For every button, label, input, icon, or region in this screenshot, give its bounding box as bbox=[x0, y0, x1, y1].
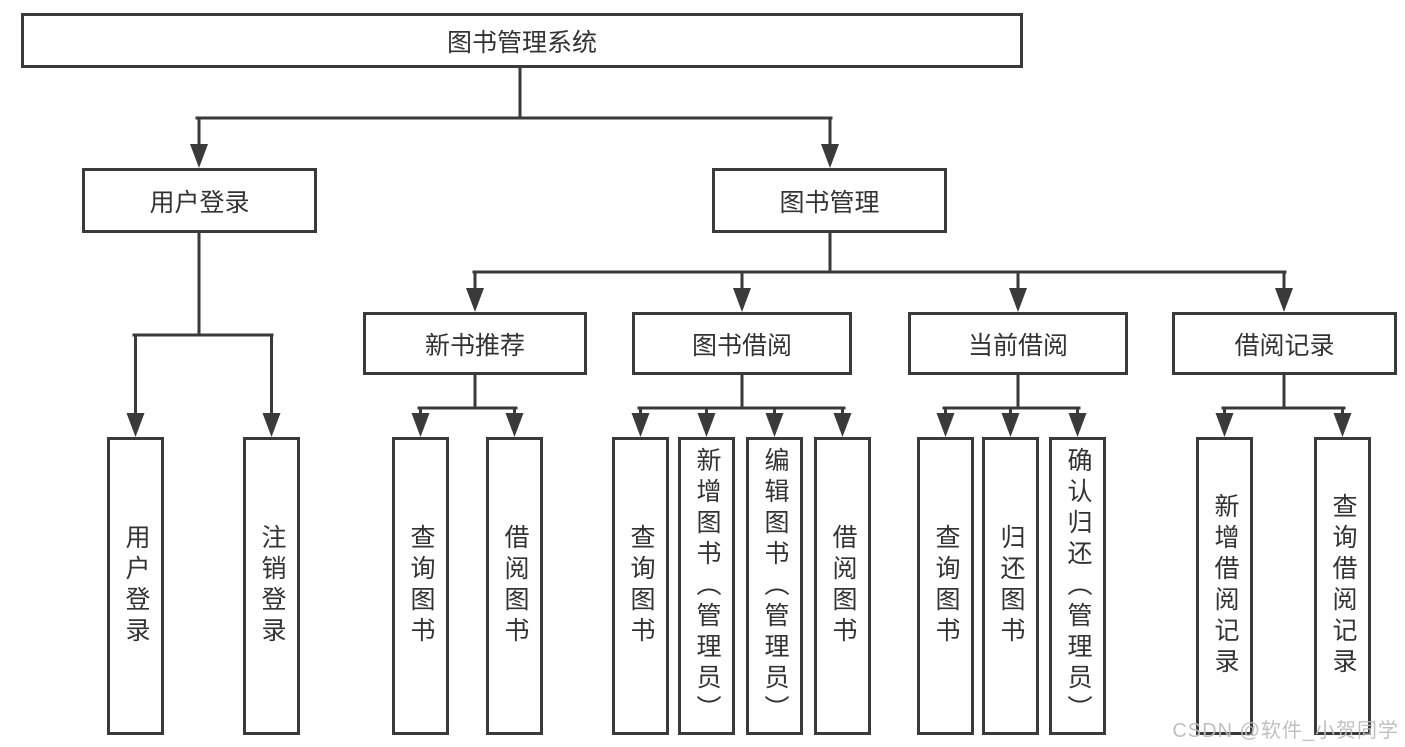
leaf-query-books-borrowing-label: 查询图书 bbox=[627, 524, 655, 648]
leaf-confirm-return-admin-label: 确认归还（管理员） bbox=[1064, 446, 1092, 726]
node-user-login-label: 用户登录 bbox=[149, 188, 250, 217]
leaf-add-book-admin: 新增图书（管理员） bbox=[678, 437, 735, 735]
node-current-borrowing: 当前借阅 bbox=[908, 312, 1128, 375]
leaf-query-borrow-record: 查询借阅记录 bbox=[1314, 437, 1371, 735]
leaf-edit-book-admin-label: 编辑图书（管理员） bbox=[761, 446, 789, 726]
node-new-book-recommendation-label: 新书推荐 bbox=[424, 331, 525, 360]
leaf-confirm-return-admin: 确认归还（管理员） bbox=[1049, 437, 1106, 735]
leaf-edit-book-admin: 编辑图书（管理员） bbox=[746, 437, 803, 735]
node-book-management-label: 图书管理 bbox=[779, 188, 880, 217]
node-borrowing-records-label: 借阅记录 bbox=[1234, 331, 1335, 360]
node-library-system-label: 图书管理系统 bbox=[446, 28, 597, 57]
leaf-user-login-label: 用户登录 bbox=[122, 524, 150, 648]
leaf-return-book-label: 归还图书 bbox=[997, 524, 1025, 648]
node-user-login: 用户登录 bbox=[82, 168, 317, 233]
leaf-add-borrow-record-label: 新增借阅记录 bbox=[1211, 493, 1239, 679]
leaf-borrow-books-recommend-label: 借阅图书 bbox=[501, 524, 529, 648]
leaf-query-books-current-label: 查询图书 bbox=[932, 524, 960, 648]
csdn-watermark: CSDN @软件_小贺同学 bbox=[1172, 720, 1399, 742]
leaf-borrow-books-recommend: 借阅图书 bbox=[486, 437, 543, 735]
leaf-add-book-admin-label: 新增图书（管理员） bbox=[693, 446, 721, 726]
leaf-logout: 注销登录 bbox=[243, 437, 300, 735]
leaf-user-login: 用户登录 bbox=[107, 437, 164, 735]
leaf-query-books-current: 查询图书 bbox=[917, 437, 974, 735]
leaf-logout-label: 注销登录 bbox=[258, 524, 286, 648]
node-borrowing-records: 借阅记录 bbox=[1172, 312, 1397, 375]
node-book-management: 图书管理 bbox=[712, 168, 947, 233]
leaf-borrow-books-label: 借阅图书 bbox=[829, 524, 857, 648]
leaf-add-borrow-record: 新增借阅记录 bbox=[1196, 437, 1253, 735]
leaf-borrow-books: 借阅图书 bbox=[814, 437, 871, 735]
leaf-query-books-recommend: 查询图书 bbox=[392, 437, 449, 735]
leaf-query-books-borrowing: 查询图书 bbox=[612, 437, 669, 735]
leaf-query-borrow-record-label: 查询借阅记录 bbox=[1329, 493, 1357, 679]
node-new-book-recommendation: 新书推荐 bbox=[363, 312, 587, 375]
node-book-borrowing: 图书借阅 bbox=[632, 312, 852, 375]
leaf-return-book: 归还图书 bbox=[982, 437, 1039, 735]
leaf-query-books-recommend-label: 查询图书 bbox=[407, 524, 435, 648]
node-library-system: 图书管理系统 bbox=[21, 13, 1023, 68]
node-current-borrowing-label: 当前借阅 bbox=[967, 331, 1068, 360]
node-book-borrowing-label: 图书借阅 bbox=[691, 331, 792, 360]
